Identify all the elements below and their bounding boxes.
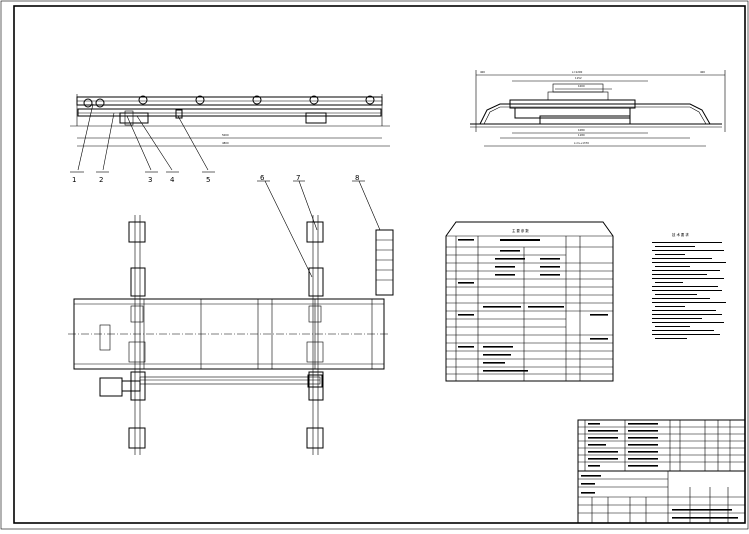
end-elevation-view: 400 L=1200 400 1152 1000 1080 1180 L₁=L+… (470, 70, 726, 147)
svg-text:400: 400 (480, 70, 485, 74)
parts-list (577, 419, 746, 472)
parameter-table: 主 要 参 数 (445, 221, 614, 382)
svg-text:L=1200: L=1200 (572, 70, 583, 74)
svg-text:4800: 4800 (222, 141, 229, 145)
callout-6: 6 (260, 174, 265, 182)
svg-text:1080: 1080 (578, 128, 585, 132)
leader-lines (70, 103, 381, 278)
callout-7: 7 (296, 174, 300, 182)
callout-1: 1 (72, 176, 76, 184)
callout-2: 2 (99, 176, 103, 184)
svg-text:1000: 1000 (578, 84, 585, 88)
callout-5: 5 (206, 176, 210, 184)
table-title: 主 要 参 数 (512, 228, 529, 233)
callout-4: 4 (170, 176, 175, 184)
title-block (577, 470, 746, 524)
svg-text:1152: 1152 (575, 76, 582, 80)
svg-text:1180: 1180 (578, 133, 585, 137)
svg-text:5000: 5000 (222, 133, 229, 137)
svg-text:400: 400 (700, 70, 705, 74)
plan-view (68, 215, 394, 455)
technical-notes: 技 术 要 求 (652, 232, 726, 339)
side-elevation-view: 5000 4800 (70, 94, 390, 147)
callout-8: 8 (355, 174, 359, 182)
callout-3: 3 (148, 176, 152, 184)
svg-text:L₁=L+1370: L₁=L+1370 (574, 141, 589, 145)
inner-border (13, 5, 746, 524)
tech-notes-title: 技 术 要 求 (672, 232, 689, 237)
